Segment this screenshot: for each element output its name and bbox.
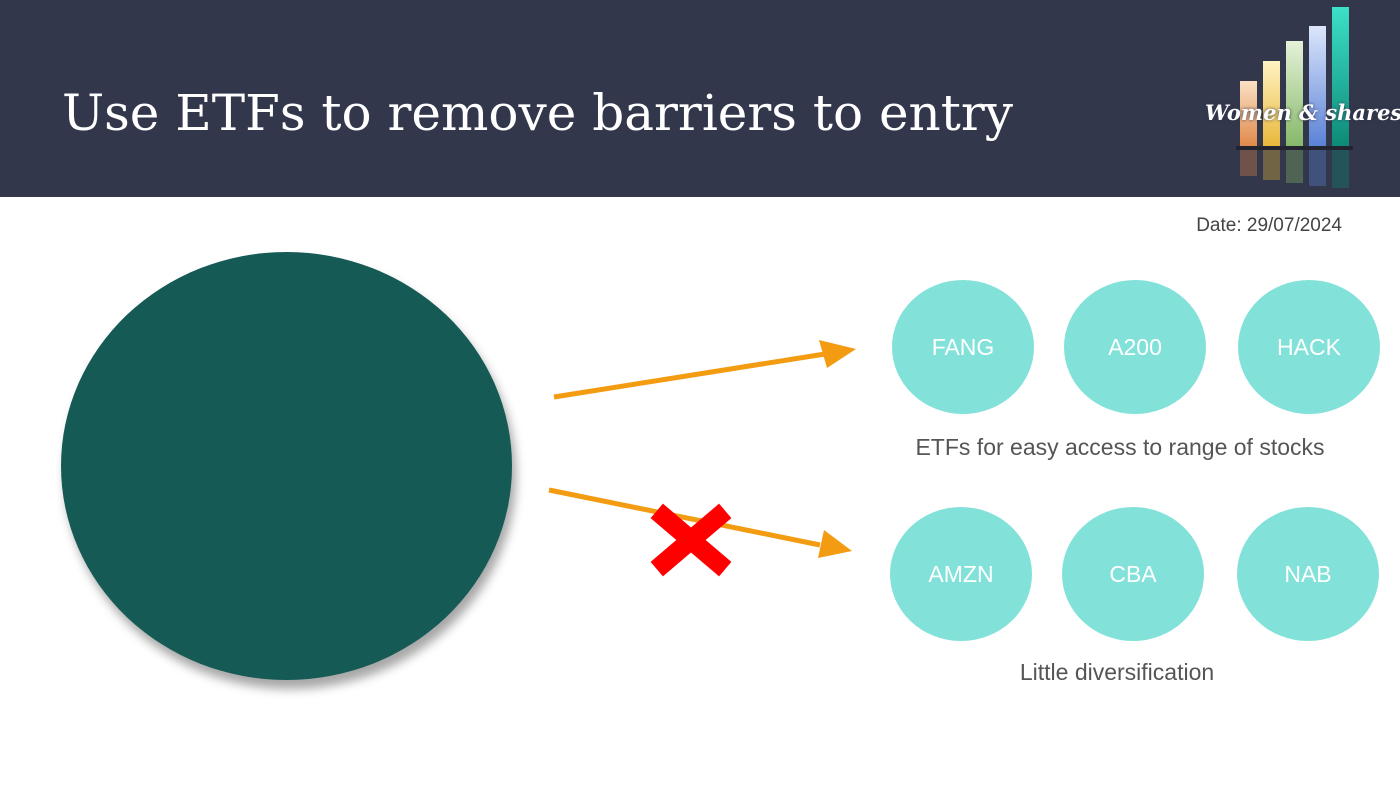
logo-bar-5	[1332, 7, 1349, 146]
stock-bubble-amzn: AMZN	[890, 507, 1032, 641]
arrow-right-icon	[548, 487, 852, 558]
etf-caption: ETFs for easy access to range of stocks	[915, 434, 1325, 460]
stock-caption: Little diversification	[1019, 659, 1215, 685]
arrow-right-icon	[553, 340, 856, 400]
logo-bar-1	[1240, 81, 1257, 146]
page-title: Use ETFs to remove barriers to entry	[62, 84, 1013, 142]
logo-bar-3	[1286, 41, 1303, 146]
logo-text: Women & shares	[1205, 100, 1400, 125]
date-label: Date: 29/07/2024	[1196, 215, 1342, 236]
etf-bubble-hack: HACK	[1238, 280, 1380, 414]
cross-mark-icon	[650, 503, 732, 577]
etf-bubble-fang: FANG	[892, 280, 1034, 414]
investor-circle	[61, 252, 512, 680]
logo-bar-2	[1263, 61, 1280, 146]
etf-bubble-a200: A200	[1064, 280, 1206, 414]
header-bar: Use ETFs to remove barriers to entry	[0, 0, 1400, 197]
women-and-shares-logo	[1236, 7, 1353, 188]
stock-bubble-nab: NAB	[1237, 507, 1379, 641]
stock-bubble-cba: CBA	[1062, 507, 1204, 641]
logo-bar-4	[1309, 26, 1326, 146]
